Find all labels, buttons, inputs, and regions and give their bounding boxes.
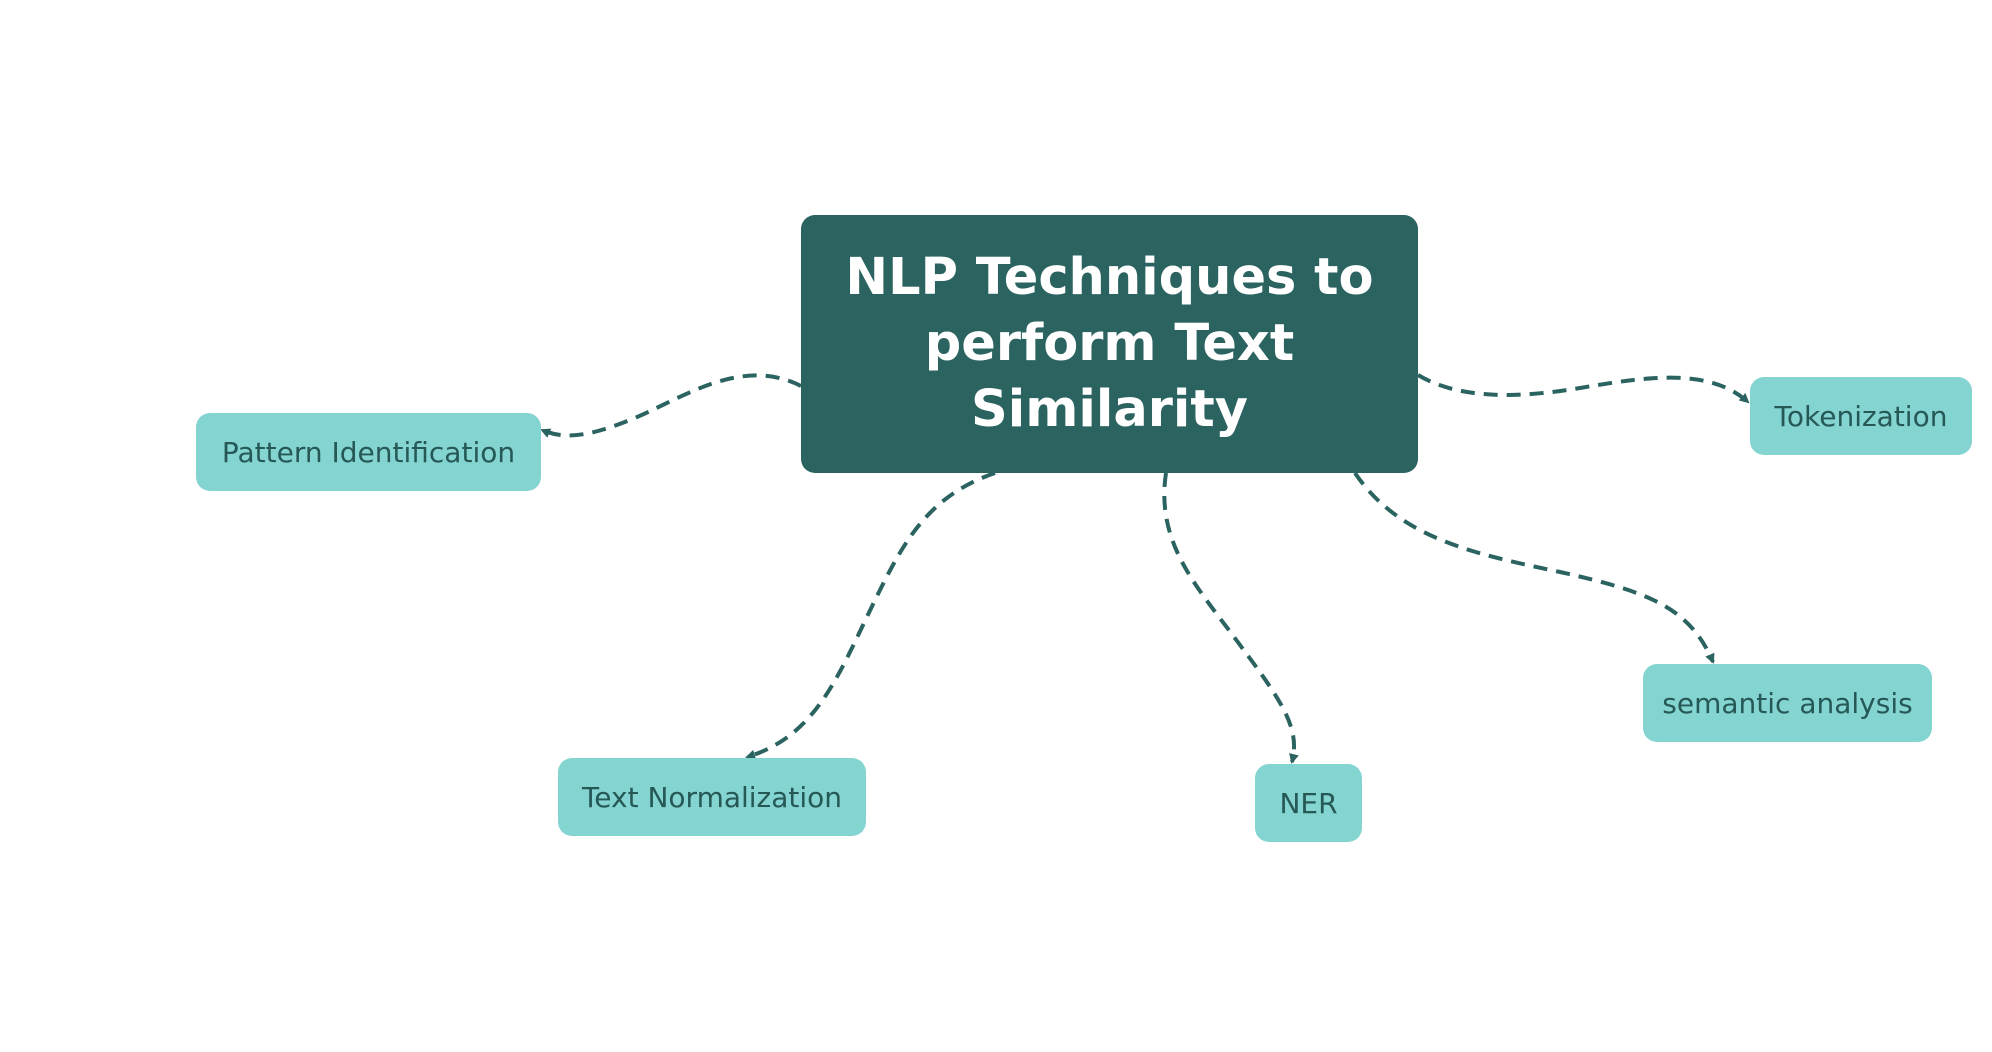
branch-node-text-normalization[interactable]: Text Normalization <box>558 758 866 836</box>
branch-label-text-normalization: Text Normalization <box>581 780 843 814</box>
connector-to-tokenization <box>1416 373 1750 404</box>
connector-to-text-normalization <box>745 471 996 760</box>
branch-node-pattern-identification[interactable]: Pattern Identification <box>196 413 541 491</box>
branch-node-tokenization[interactable]: Tokenization <box>1750 377 1972 455</box>
branch-label-pattern-identification: Pattern Identification <box>221 435 516 469</box>
connector-to-ner <box>1162 472 1299 764</box>
connector-to-semantic-analysis <box>1353 471 1715 664</box>
branch-label-tokenization: Tokenization <box>1774 399 1948 433</box>
central-topic-label: NLP Techniques to perform Text Similarit… <box>845 248 1374 439</box>
branch-label-semantic-analysis: semantic analysis <box>1662 686 1913 720</box>
connector-to-pattern-identification <box>540 373 802 438</box>
branch-node-ner[interactable]: NER <box>1255 764 1362 842</box>
central-topic-node[interactable]: NLP Techniques to perform Text Similarit… <box>801 215 1418 473</box>
branch-node-semantic-analysis[interactable]: semantic analysis <box>1643 664 1932 742</box>
branch-label-ner: NER <box>1279 786 1338 820</box>
